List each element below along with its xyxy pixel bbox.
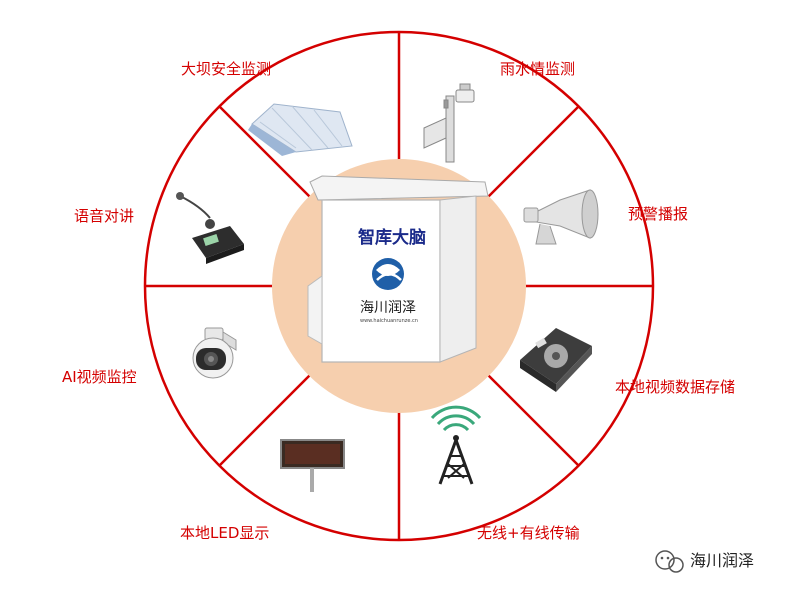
label-dam-safety: 大坝安全监测 bbox=[181, 60, 271, 78]
label-warning-broadcast: 预警播报 bbox=[628, 205, 688, 223]
led-display-icon bbox=[281, 440, 344, 492]
loudspeaker-icon bbox=[524, 190, 598, 244]
center-brand: 海川润泽 bbox=[360, 300, 416, 316]
label-local-led: 本地LED显示 bbox=[180, 524, 269, 542]
wechat-icon bbox=[656, 551, 683, 572]
label-wireless-wired: 无线+有线传输 bbox=[477, 524, 580, 542]
intercom-icon bbox=[176, 192, 244, 264]
watermark: 海川润泽 bbox=[656, 551, 754, 572]
watermark-text: 海川润泽 bbox=[690, 551, 754, 570]
label-local-storage: 本地视频数据存储 bbox=[615, 378, 735, 396]
label-voice-intercom: 语音对讲 bbox=[74, 207, 134, 225]
label-ai-video: AI视频监控 bbox=[62, 368, 137, 386]
central-box: 智库大脑 海川润泽 www.haichuanrunze.cn bbox=[308, 176, 488, 362]
label-rain-water: 雨水情监测 bbox=[500, 60, 575, 78]
center-brand-small: www.haichuanrunze.cn bbox=[360, 318, 418, 324]
radio-tower-icon bbox=[432, 407, 480, 484]
dam-icon bbox=[248, 104, 352, 156]
ptz-camera-icon bbox=[193, 328, 236, 378]
center-title: 智库大脑 bbox=[358, 227, 426, 248]
hard-drive-icon bbox=[520, 328, 592, 392]
rain-gauge-icon bbox=[424, 84, 474, 162]
